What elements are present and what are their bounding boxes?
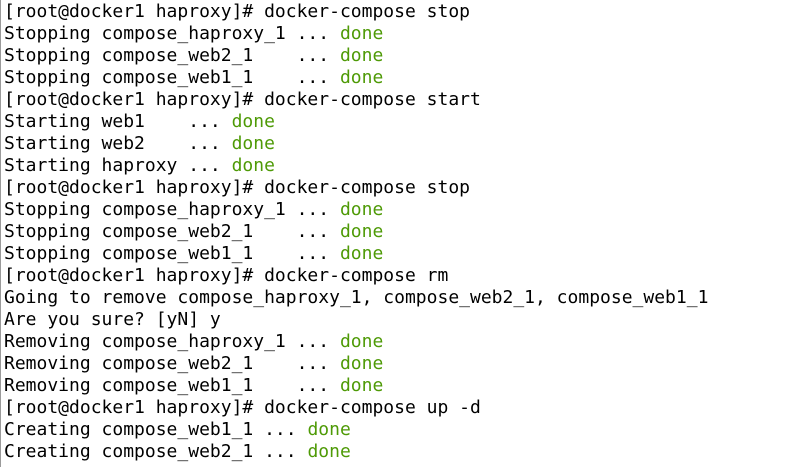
line-text: Removing compose_web1_1 ... (4, 375, 340, 396)
line-text: Starting web2 ... (4, 133, 232, 154)
line-text: Stopping compose_haproxy_1 ... (4, 199, 340, 220)
terminal-line: Are you sure? [yN] y (4, 309, 708, 331)
status-done: done (339, 353, 384, 374)
line-text: Starting web1 ... (4, 111, 232, 132)
status-done: done (339, 375, 384, 396)
terminal-line: Stopping compose_web2_1 ... done (4, 221, 708, 243)
status-done: done (339, 67, 384, 88)
terminal-line: Creating compose_web1_1 ... done (4, 419, 708, 441)
line-text: Going to remove compose_haproxy_1, compo… (4, 287, 709, 308)
terminal-line: Stopping compose_web2_1 ... done (4, 45, 708, 67)
terminal-line: Stopping compose_haproxy_1 ... done (4, 199, 708, 221)
line-text: [root@docker1 haproxy]# docker-compose s… (4, 1, 470, 22)
terminal-line: Stopping compose_haproxy_1 ... done (4, 23, 708, 45)
status-done: done (307, 419, 351, 440)
line-text: Removing compose_haproxy_1 ... (4, 331, 340, 352)
terminal-line: Stopping compose_web1_1 ... done (4, 243, 708, 265)
line-text: Stopping compose_web1_1 ... (4, 243, 340, 264)
terminal-line: Removing compose_web2_1 ... done (4, 353, 708, 375)
terminal-line: Removing compose_haproxy_1 ... done (4, 331, 708, 353)
line-text: [root@docker1 haproxy]# docker-compose u… (4, 397, 481, 418)
terminal-line: Starting web1 ... done (4, 111, 708, 133)
status-done: done (339, 23, 384, 44)
line-text: [root@docker1 haproxy]# docker-compose s… (4, 177, 470, 198)
line-text: Stopping compose_web2_1 ... (4, 221, 340, 242)
terminal-line: Creating compose_web2_1 ... done (4, 441, 708, 463)
terminal-line: [root@docker1 haproxy]# docker-compose u… (4, 397, 708, 419)
terminal-line: Starting haproxy ... done (4, 155, 708, 177)
terminal-line: [root@docker1 haproxy]# docker-compose s… (4, 1, 708, 23)
terminal-line: Going to remove compose_haproxy_1, compo… (4, 287, 708, 309)
line-text: Stopping compose_web1_1 ... (4, 67, 340, 88)
line-text: Are you sure? [yN] y (4, 309, 221, 330)
terminal-output: [root@docker1 haproxy]# docker-compose s… (4, 1, 708, 463)
terminal-line: [root@docker1 haproxy]# docker-compose r… (4, 265, 708, 287)
status-done: done (339, 199, 384, 220)
terminal-line: Stopping compose_web1_1 ... done (4, 67, 708, 89)
terminal-line: Starting web2 ... done (4, 133, 708, 155)
status-done: done (307, 441, 351, 462)
line-text: Removing compose_web2_1 ... (4, 353, 340, 374)
status-done: done (339, 243, 384, 264)
status-done: done (231, 133, 275, 154)
status-done: done (339, 45, 384, 66)
line-text: Stopping compose_haproxy_1 ... (4, 23, 340, 44)
status-done: done (231, 155, 275, 176)
line-text: Stopping compose_web2_1 ... (4, 45, 340, 66)
line-text: [root@docker1 haproxy]# docker-compose s… (4, 89, 481, 110)
line-text: Creating compose_web1_1 ... (4, 419, 308, 440)
terminal-line: [root@docker1 haproxy]# docker-compose s… (4, 89, 708, 111)
line-text: Starting haproxy ... (4, 155, 232, 176)
terminal-line: [root@docker1 haproxy]# docker-compose s… (4, 177, 708, 199)
line-text: Creating compose_web2_1 ... (4, 441, 308, 462)
status-done: done (339, 331, 384, 352)
line-text: [root@docker1 haproxy]# docker-compose r… (4, 265, 449, 286)
status-done: done (231, 111, 275, 132)
status-done: done (339, 221, 384, 242)
terminal-line: Removing compose_web1_1 ... done (4, 375, 708, 397)
